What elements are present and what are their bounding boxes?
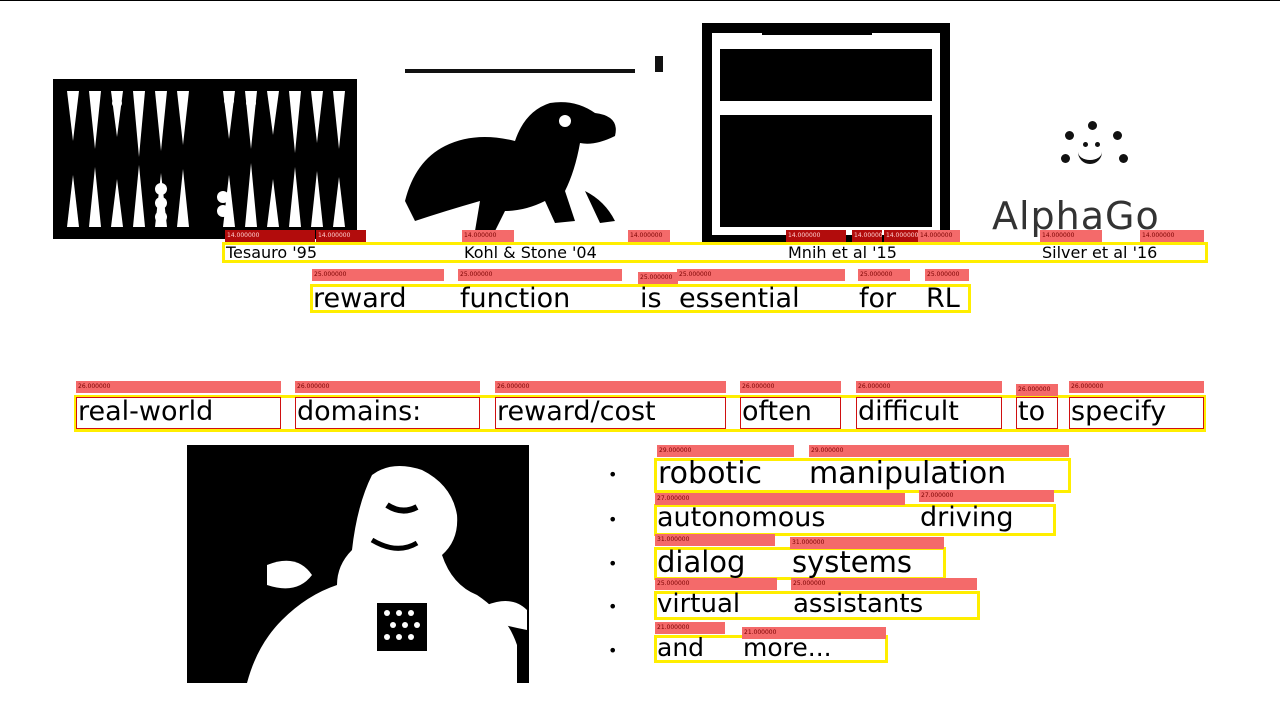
- score-tag: 25.000000: [655, 578, 777, 590]
- score-tag: 31.000000: [790, 537, 944, 549]
- aibo-robot-dog-image: [375, 51, 675, 236]
- subheadline-word: difficult: [858, 396, 959, 427]
- subheadline-word: specify: [1071, 396, 1167, 427]
- subheadline-word: domains:: [297, 396, 422, 427]
- bullet-dot: •: [608, 554, 618, 573]
- atari-screen-graphic: [712, 29, 940, 235]
- bullet-dot: •: [608, 465, 618, 484]
- bullet-dot: •: [608, 597, 618, 616]
- citation-silver: Silver et al '16: [1042, 243, 1158, 262]
- score-tag: 26.000000: [76, 381, 281, 393]
- score-tag: 14.000000: [852, 230, 882, 242]
- score-tag: 25.000000: [458, 269, 622, 281]
- headline-word: function: [460, 283, 571, 314]
- word-box: [76, 397, 281, 429]
- word-box: [1016, 397, 1058, 429]
- citation-tesauro: Tesauro '95: [226, 243, 318, 262]
- subheadline-word: often: [742, 396, 812, 427]
- word-box: [495, 397, 726, 429]
- alphago-dot: [1113, 131, 1122, 140]
- bullet-word: manipulation: [809, 456, 1007, 491]
- score-tag: 14.000000: [1140, 230, 1204, 242]
- score-tag: 25.000000: [677, 269, 845, 281]
- score-tag: 25.000000: [312, 269, 444, 281]
- alphago-dot: [1065, 131, 1074, 140]
- headline-word: for: [859, 283, 897, 314]
- alphago-dot: [1119, 154, 1128, 163]
- score-tag: 21.000000: [742, 627, 886, 639]
- citation-mnih: Mnih et al '15: [788, 243, 897, 262]
- bullet-box-autonomous-driving: [654, 504, 1056, 536]
- word-box: [740, 397, 841, 429]
- headline-word: reward: [313, 283, 407, 314]
- alphago-dot: [1083, 142, 1088, 147]
- aibo-robot-dog-graphic: [405, 56, 663, 231]
- score-tag: 27.000000: [655, 493, 905, 505]
- score-tag: 14.000000: [786, 230, 846, 242]
- alphago-dot: [1095, 142, 1100, 147]
- score-tag: 26.000000: [1016, 384, 1058, 396]
- score-tag: 27.000000: [919, 490, 1054, 502]
- backgammon-board-image: [53, 79, 357, 239]
- headline-word: is: [640, 283, 662, 314]
- score-tag: 14.000000: [462, 230, 514, 242]
- score-tag: 25.000000: [638, 272, 678, 284]
- score-tag: 31.000000: [655, 534, 775, 546]
- bullet-word: robotic: [658, 456, 763, 491]
- atari-screen-image: [702, 23, 950, 243]
- word-box: [1069, 397, 1204, 429]
- bullet-word: systems: [792, 545, 912, 579]
- subheadline-word: reward/cost: [497, 396, 656, 427]
- subheadline-word: real-world: [78, 396, 214, 427]
- score-tag: 14.000000: [316, 230, 366, 242]
- score-tag: 14.000000: [1040, 230, 1102, 242]
- bullet-word: assistants: [793, 589, 924, 619]
- score-tag: 29.000000: [809, 445, 1069, 457]
- score-tag: 21.000000: [655, 622, 725, 634]
- alphago-smile: [1078, 146, 1102, 164]
- score-tag: 26.000000: [295, 381, 480, 393]
- score-tag: 26.000000: [740, 381, 841, 393]
- bullet-box-robotic-manipulation: [654, 458, 1071, 493]
- score-tag: 14.000000: [918, 230, 960, 242]
- bullet-word: and: [657, 633, 705, 662]
- score-tag: 25.000000: [858, 269, 910, 281]
- backgammon-board-graphic: [67, 91, 345, 227]
- score-tag: 25.000000: [791, 578, 977, 590]
- score-tag: 26.000000: [1069, 381, 1204, 393]
- child-with-toys-graphic: [247, 466, 527, 683]
- subheadline-box: [74, 395, 1206, 432]
- score-tag: 14.000000: [225, 230, 315, 242]
- bullet-word: autonomous: [657, 502, 826, 533]
- child-with-toys-image: [187, 445, 529, 683]
- citation-row-box: [222, 242, 1208, 263]
- score-tag: 26.000000: [495, 381, 726, 393]
- score-tag: 14.000000: [628, 230, 670, 242]
- subheadline-word: to: [1018, 396, 1046, 427]
- alphago-logo: AlphaGo: [985, 116, 1205, 241]
- score-tag: 29.000000: [657, 445, 794, 457]
- word-box: [856, 397, 1002, 429]
- score-tag: 25.000000: [925, 269, 969, 281]
- bullet-box-virtual-assistants: [654, 591, 980, 620]
- bullet-word: virtual: [657, 589, 741, 619]
- bullet-dot: •: [608, 641, 618, 660]
- citation-kohl-stone: Kohl & Stone '04: [464, 243, 597, 262]
- bullet-dot: •: [608, 510, 618, 529]
- bullet-word: dialog: [657, 545, 746, 579]
- score-tag: 26.000000: [856, 381, 1002, 393]
- word-box: [295, 397, 480, 429]
- bullet-word: more...: [743, 633, 832, 662]
- alphago-dot: [1061, 154, 1070, 163]
- alphago-dot: [1088, 121, 1097, 130]
- score-tag: 14.000000: [884, 230, 918, 242]
- headline-word: RL: [926, 283, 960, 314]
- bullet-word: driving: [920, 502, 1014, 533]
- headline-box: [310, 284, 971, 313]
- headline-word: essential: [679, 283, 800, 314]
